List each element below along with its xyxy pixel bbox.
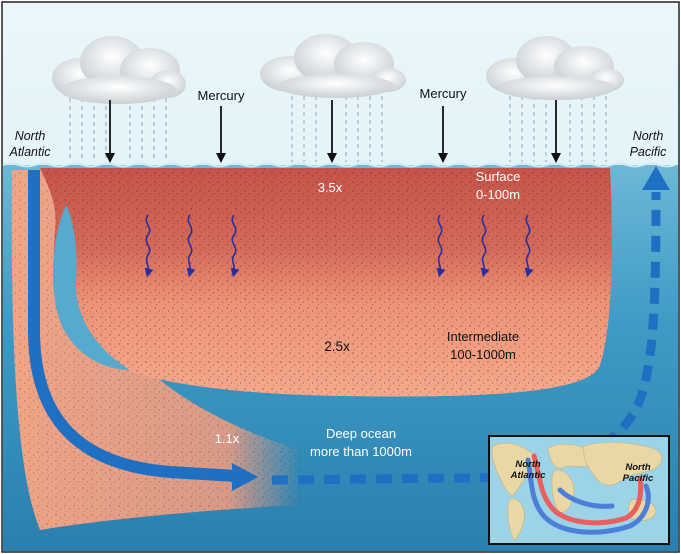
inset-pacific-line1: North — [625, 462, 651, 473]
deep-factor: 1.1x — [215, 431, 240, 446]
north-atlantic-current — [28, 170, 258, 491]
deep-name: Deep ocean — [326, 426, 396, 441]
mixing-arrows — [144, 214, 534, 278]
mercury-label-right: Mercury — [420, 86, 467, 101]
cloud-icon — [260, 34, 406, 98]
flow-arrow-icon — [232, 463, 258, 491]
inset-pacific-line2: Pacific — [623, 473, 654, 484]
cloud-icon — [52, 36, 186, 104]
flow-arrow-icon — [642, 166, 670, 190]
cloud-right — [486, 36, 624, 163]
intermediate-depth: 100-1000m — [450, 347, 516, 362]
squiggle-arrow-icon — [436, 214, 446, 278]
inset-atlantic-line1: North — [515, 459, 541, 470]
deep-depth: more than 1000m — [310, 444, 412, 459]
north-atlantic-label-line1: North — [15, 129, 46, 143]
squiggle-arrow-icon — [480, 214, 490, 278]
north-pacific-label-line1: North — [633, 129, 664, 143]
intermediate-name: Intermediate — [447, 329, 519, 344]
ocean-gap — [52, 205, 130, 370]
cloud-middle — [260, 34, 406, 163]
surface-depth: 0-100m — [476, 187, 520, 202]
squiggle-arrow-icon — [230, 214, 240, 278]
inset-atlantic-line2: Atlantic — [510, 470, 547, 481]
squiggle-arrow-icon — [186, 214, 196, 278]
north-atlantic-label-line2: Atlantic — [9, 145, 52, 159]
squiggle-arrow-icon — [144, 214, 154, 278]
sea-surface-line — [2, 162, 676, 168]
intermediate-factor: 2.5x — [324, 339, 350, 354]
north-pacific-label-line2: Pacific — [630, 145, 668, 159]
squiggle-arrow-icon — [524, 214, 534, 278]
cloud-icon — [486, 36, 624, 100]
surface-name: Surface — [476, 169, 521, 184]
inset-world-map: North Atlantic North Pacific — [488, 435, 670, 545]
cloud-left — [52, 36, 186, 163]
mercury-label-left: Mercury — [198, 88, 245, 103]
surface-factor: 3.5x — [318, 180, 343, 195]
